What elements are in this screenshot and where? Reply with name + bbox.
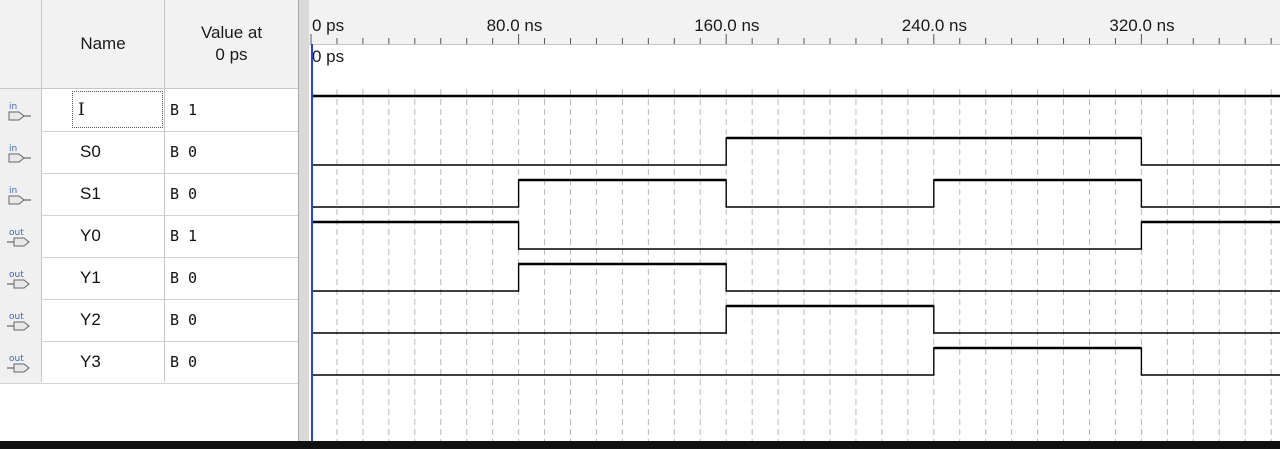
header-name[interactable]: Name	[80, 34, 126, 53]
signal-name[interactable]: S0	[80, 142, 101, 161]
pin-cell: out	[0, 341, 41, 383]
column-divider	[41, 0, 42, 382]
signal-name[interactable]: Y0	[80, 226, 101, 245]
name-edit-box[interactable]	[72, 91, 163, 128]
bottom-bar	[0, 441, 1280, 449]
signal-row[interactable]: out Y0 B 1	[0, 215, 298, 258]
signal-value: B 1	[170, 227, 198, 245]
signal-value: B 0	[170, 185, 198, 203]
signal-name[interactable]: Y3	[80, 352, 101, 371]
waveform-y0	[312, 221, 1280, 250]
svg-text:in: in	[9, 186, 17, 196]
pin-cell: in	[0, 131, 41, 173]
waveform-s0	[312, 137, 1280, 166]
pin-cell: out	[0, 299, 41, 341]
time-ruler-label: 320.0 ns	[1109, 16, 1175, 35]
signal-name[interactable]: Y1	[80, 268, 101, 287]
pane-splitter[interactable]	[299, 0, 309, 441]
signal-row[interactable]: out Y3 B 0	[0, 341, 298, 384]
signal-name[interactable]: S1	[80, 184, 101, 203]
time-ruler-label: 0 ps	[312, 16, 345, 35]
waveform-y1	[312, 263, 1280, 292]
header-value[interactable]: Value at 0 ps	[200, 23, 263, 64]
signal-name[interactable]: Y2	[80, 310, 101, 329]
table-header: Name Value at 0 ps	[0, 0, 298, 89]
signal-name[interactable]: I	[78, 100, 85, 120]
pin-cell: out	[0, 215, 41, 257]
svg-text:out: out	[9, 312, 24, 322]
svg-text:in: in	[9, 144, 17, 154]
signal-row[interactable]: in I B 1	[0, 89, 298, 132]
svg-text:in: in	[9, 102, 17, 112]
signal-value: B 0	[170, 311, 198, 329]
time-ruler[interactable]: 0 ps 80.0 ns 160.0 ns 240.0 ns 320.0 ns	[309, 0, 1280, 45]
waveform-canvas[interactable]	[309, 0, 1280, 441]
time-ruler-label: 240.0 ns	[901, 16, 968, 35]
signal-value: B 0	[170, 143, 198, 161]
pin-cell: in	[0, 89, 41, 131]
signal-value: B 0	[170, 269, 198, 287]
signal-row[interactable]: in S1 B 0	[0, 173, 298, 216]
waveform-s1	[312, 179, 1280, 208]
time-ruler-label: 160.0 ns	[694, 16, 760, 35]
signal-value: B 1	[170, 101, 198, 119]
column-divider	[164, 0, 165, 382]
pin-cell: out	[0, 257, 41, 299]
time-ruler-label: 80.0 ns	[486, 16, 543, 35]
signal-row[interactable]: out Y2 B 0	[0, 299, 298, 342]
svg-text:out: out	[9, 354, 24, 364]
waveform-y3	[312, 347, 1280, 376]
waveform-area[interactable]: 0 ps 80.0 ns 160.0 ns 240.0 ns 320.0 ns 0 ps	[309, 0, 1280, 441]
waveform-y2	[312, 305, 1280, 334]
signal-value: B 0	[170, 353, 198, 371]
signal-row[interactable]: out Y1 B 0	[0, 257, 298, 300]
svg-text:out: out	[9, 270, 24, 280]
signal-row[interactable]: in S0 B 0	[0, 131, 298, 174]
svg-text:out: out	[9, 228, 24, 238]
cursor-time-label: 0 ps	[312, 47, 345, 66]
signal-table: Name Value at 0 ps in I B 1 in S0 B 0 in…	[0, 0, 299, 441]
pin-cell: in	[0, 173, 41, 215]
